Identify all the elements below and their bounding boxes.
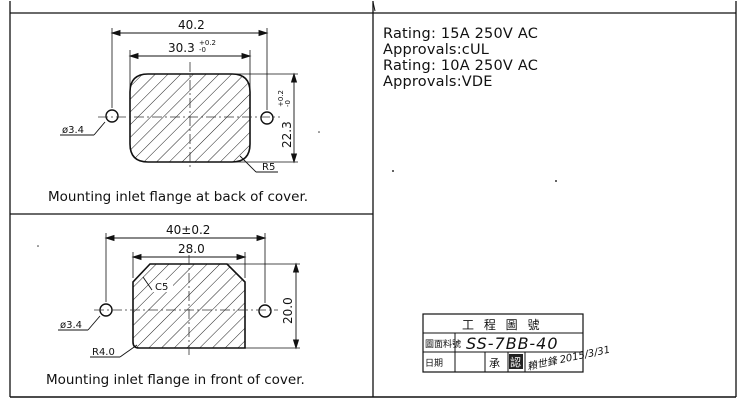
stamp-row1-label: 圖面料號 bbox=[425, 338, 461, 350]
stamp-title: 工 程 圖 號 bbox=[462, 317, 542, 332]
bottom-overall-width-label: 40±0.2 bbox=[166, 223, 210, 237]
top-inner-width-tol-lower: -0 bbox=[199, 46, 206, 54]
top-radius-label: R5 bbox=[262, 162, 275, 173]
bottom-radius-label: R4.0 bbox=[92, 347, 115, 358]
stamp-row2-box: 認 bbox=[510, 355, 521, 369]
chamfer-label-bg bbox=[153, 280, 173, 292]
top-height-label: 22.3 bbox=[280, 121, 294, 148]
approval-stamp bbox=[422, 313, 584, 373]
top-inner-width-tol-upper: +0.2 bbox=[199, 39, 216, 47]
top-overall-width-label: 40.2 bbox=[178, 18, 205, 32]
top-left-hole bbox=[105, 109, 119, 123]
bottom-inner-width-label: 28.0 bbox=[178, 242, 205, 256]
stamp-row1-value: SS-7BB-40 bbox=[466, 334, 559, 353]
top-hole-label: ø3.4 bbox=[62, 125, 84, 136]
ratings-block: Rating: 15A 250V AC Approvals:cUL Rating… bbox=[383, 26, 538, 90]
bottom-caption: Mounting inlet flange in front of cover. bbox=[46, 372, 305, 388]
bottom-flange-drawing: 40±0.2 28.0 20.0 ø3.4 C5 R4.0 Mounting i… bbox=[46, 223, 305, 388]
top-caption: Mounting inlet flange at back of cover. bbox=[48, 189, 308, 205]
rating-line-2: Rating: 10A 250V AC bbox=[383, 58, 539, 74]
approval-line-2: Approvals:VDE bbox=[383, 74, 493, 90]
scan-specks bbox=[37, 131, 557, 247]
bottom-right-hole bbox=[258, 304, 272, 318]
rating-line-1: Rating: 15A 250V AC bbox=[383, 26, 539, 42]
top-height-tol-upper: +0.2 bbox=[277, 90, 285, 107]
top-inner-width-label: 30.3 bbox=[168, 41, 195, 55]
bottom-hole-label: ø3.4 bbox=[60, 320, 82, 331]
bottom-height-label: 20.0 bbox=[281, 297, 295, 324]
stamp-row2-mark: 承 bbox=[489, 357, 500, 370]
stamp-row2-label: 日期 bbox=[425, 358, 443, 369]
top-right-hole bbox=[260, 111, 274, 125]
bottom-chamfer-label: C5 bbox=[155, 282, 168, 293]
approval-line-1: Approvals:cUL bbox=[383, 42, 490, 58]
table-frame bbox=[9, 1, 737, 398]
top-height-tol-lower: -0 bbox=[284, 100, 292, 107]
top-flange-drawing: 40.2 30.3 +0.2 -0 22.3 +0.2 -0 ø3.4 R5 M… bbox=[48, 18, 308, 205]
